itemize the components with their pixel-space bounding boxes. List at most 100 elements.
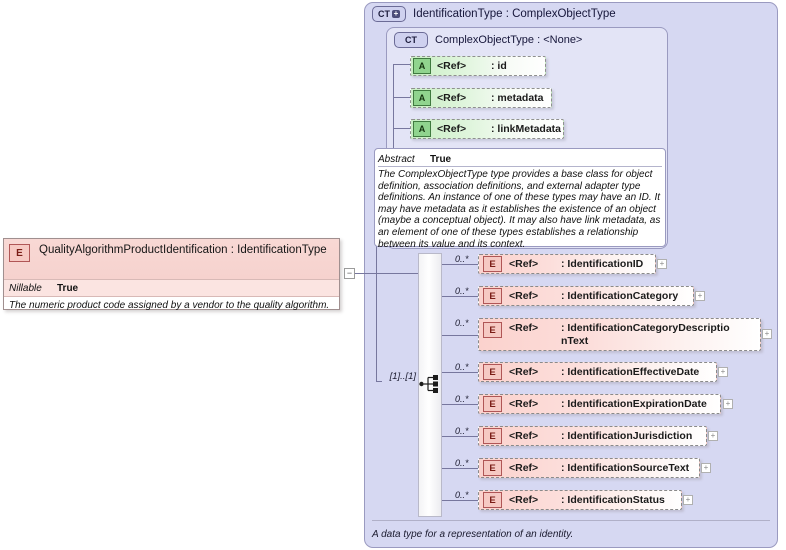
complex-object-type-documentation: The ComplexObjectType type provides a ba… bbox=[378, 169, 661, 250]
attribute-ref-label: <Ref> bbox=[437, 60, 467, 72]
expand-element-button[interactable]: + bbox=[683, 495, 693, 505]
complex-type-badge-label: CT bbox=[378, 9, 390, 19]
complex-object-type-badge[interactable]: CT bbox=[394, 31, 428, 48]
element-badge-icon: E bbox=[483, 492, 502, 508]
element-name-label: : IdentificationEffectiveDate bbox=[561, 365, 700, 378]
tree-branch-metadata bbox=[393, 97, 410, 98]
element-row[interactable]: E <Ref> : IdentificationSourceText bbox=[478, 458, 700, 478]
element-name-label: : IdentificationCategory bbox=[561, 289, 679, 302]
element-badge-icon: E bbox=[483, 256, 502, 272]
tree-branch-id bbox=[393, 64, 410, 65]
cardinality-label: 0..* bbox=[455, 318, 469, 328]
complex-object-type-title: ComplexObjectType : <None> bbox=[435, 33, 583, 46]
elem-connector-7 bbox=[442, 500, 478, 501]
left-element-box[interactable]: E QualityAlgorithmProductIdentification … bbox=[3, 238, 340, 311]
attribute-ref-label: <Ref> bbox=[437, 92, 467, 104]
element-badge-icon: E bbox=[483, 322, 502, 338]
element-name-label: : IdentificationID bbox=[561, 257, 644, 270]
element-ref-label: <Ref> bbox=[509, 462, 539, 474]
abstract-key-label: Abstract bbox=[378, 153, 415, 165]
expand-element-button[interactable]: + bbox=[718, 367, 728, 377]
complex-object-type-badge-label: CT bbox=[405, 34, 417, 45]
expand-element-button[interactable]: + bbox=[723, 399, 733, 409]
attribute-row-id[interactable]: A <Ref> : id bbox=[410, 56, 546, 76]
attribute-name-label: : linkMetadata bbox=[491, 123, 562, 135]
expand-element-button[interactable]: + bbox=[657, 259, 667, 269]
element-row[interactable]: E <Ref> : IdentificationExpirationDate bbox=[478, 394, 721, 414]
cardinality-label: 0..* bbox=[455, 362, 469, 372]
expand-element-button[interactable]: + bbox=[695, 291, 705, 301]
element-name-label: : IdentificationJurisdiction bbox=[561, 429, 693, 442]
element-row[interactable]: E <Ref> : IdentificationCategory bbox=[478, 286, 694, 306]
attribute-row-metadata[interactable]: A <Ref> : metadata bbox=[410, 88, 552, 108]
tree-branch-sequence-in bbox=[376, 381, 382, 382]
left-element-nillable-row: Nillable True bbox=[4, 280, 339, 297]
element-badge-icon: E bbox=[483, 460, 502, 476]
attribute-ref-label: <Ref> bbox=[437, 123, 467, 135]
attribute-row-linkmetadata[interactable]: A <Ref> : linkMetadata bbox=[410, 119, 564, 139]
expand-element-button[interactable]: + bbox=[701, 463, 711, 473]
element-ref-label: <Ref> bbox=[509, 430, 539, 442]
element-row[interactable]: E <Ref> : IdentificationStatus bbox=[478, 490, 682, 510]
element-name-label: : IdentificationCategoryDescriptionText bbox=[561, 322, 730, 347]
element-ref-label: <Ref> bbox=[509, 322, 539, 334]
expand-element-button[interactable]: + bbox=[708, 431, 718, 441]
panel-caption: A data type for a representation of an i… bbox=[372, 529, 574, 540]
element-badge-icon: E bbox=[483, 428, 502, 444]
left-element-header: E QualityAlgorithmProductIdentification … bbox=[4, 239, 339, 280]
complex-object-type-header: CT ComplexObjectType : <None> bbox=[394, 31, 662, 48]
tree-branch-linkmetadata bbox=[393, 128, 410, 129]
element-row[interactable]: E <Ref> : IdentificationJurisdiction bbox=[478, 426, 707, 446]
element-row[interactable]: E <Ref> : IdentificationEffectiveDate bbox=[478, 362, 717, 382]
tree-trunk-outer bbox=[376, 231, 377, 381]
abstract-value-label: True bbox=[430, 153, 452, 165]
abstract-documentation-box bbox=[374, 148, 666, 247]
elem-connector-4 bbox=[442, 404, 478, 405]
elem-connector-6 bbox=[442, 468, 478, 469]
cardinality-label: 0..* bbox=[455, 490, 469, 500]
element-badge-icon: E bbox=[483, 288, 502, 304]
elem-connector-3 bbox=[442, 372, 478, 373]
element-row[interactable]: E <Ref> : IdentificationCategoryDescript… bbox=[478, 318, 761, 351]
elem-connector-5 bbox=[442, 436, 478, 437]
tree-link-left-element bbox=[355, 273, 419, 274]
element-ref-label: <Ref> bbox=[509, 398, 539, 410]
element-name-label: : IdentificationSourceText bbox=[561, 461, 690, 474]
complex-type-badge[interactable]: CT+ bbox=[372, 6, 406, 22]
attribute-badge-icon: A bbox=[413, 121, 431, 137]
cardinality-label: 0..* bbox=[455, 426, 469, 436]
nillable-key-label: Nillable bbox=[9, 282, 42, 294]
complex-type-panel-title: IdentificationType : ComplexObjectType bbox=[413, 8, 616, 20]
abstract-property-row: Abstract True bbox=[378, 152, 662, 167]
complex-type-panel-header: CT+ IdentificationType : ComplexObjectTy… bbox=[372, 5, 770, 23]
attribute-name-label: : metadata bbox=[491, 92, 544, 104]
element-badge-icon: E bbox=[483, 364, 502, 380]
element-row[interactable]: E <Ref> : IdentificationID bbox=[478, 254, 656, 274]
element-badge-icon: E bbox=[483, 396, 502, 412]
sequence-cardinality-label: [1]..[1] bbox=[389, 371, 416, 382]
left-element-documentation: The numeric product code assigned by a v… bbox=[9, 300, 330, 311]
attribute-badge-icon: A bbox=[413, 58, 431, 74]
caption-divider bbox=[372, 520, 770, 521]
element-ref-label: <Ref> bbox=[509, 290, 539, 302]
expand-plus-icon[interactable]: + bbox=[392, 9, 400, 18]
left-element-title: QualityAlgorithmProductIdentification : … bbox=[39, 244, 327, 256]
nillable-value-label: True bbox=[57, 282, 79, 294]
collapse-toggle-button[interactable]: − bbox=[344, 268, 355, 279]
expand-element-button[interactable]: + bbox=[762, 329, 772, 339]
attribute-badge-icon: A bbox=[413, 90, 431, 106]
element-ref-label: <Ref> bbox=[509, 258, 539, 270]
elem-connector-2 bbox=[442, 335, 478, 336]
cardinality-label: 0..* bbox=[455, 394, 469, 404]
element-badge-icon: E bbox=[9, 244, 30, 262]
elem-connector-0 bbox=[442, 264, 478, 265]
element-ref-label: <Ref> bbox=[509, 366, 539, 378]
element-name-label: : IdentificationStatus bbox=[561, 493, 665, 506]
cardinality-label: 0..* bbox=[455, 458, 469, 468]
attribute-name-label: : id bbox=[491, 60, 507, 72]
elem-connector-1 bbox=[442, 296, 478, 297]
sequence-icon[interactable] bbox=[419, 373, 441, 395]
cardinality-label: 0..* bbox=[455, 286, 469, 296]
cardinality-label: 0..* bbox=[455, 254, 469, 264]
element-name-label: : IdentificationExpirationDate bbox=[561, 397, 707, 410]
